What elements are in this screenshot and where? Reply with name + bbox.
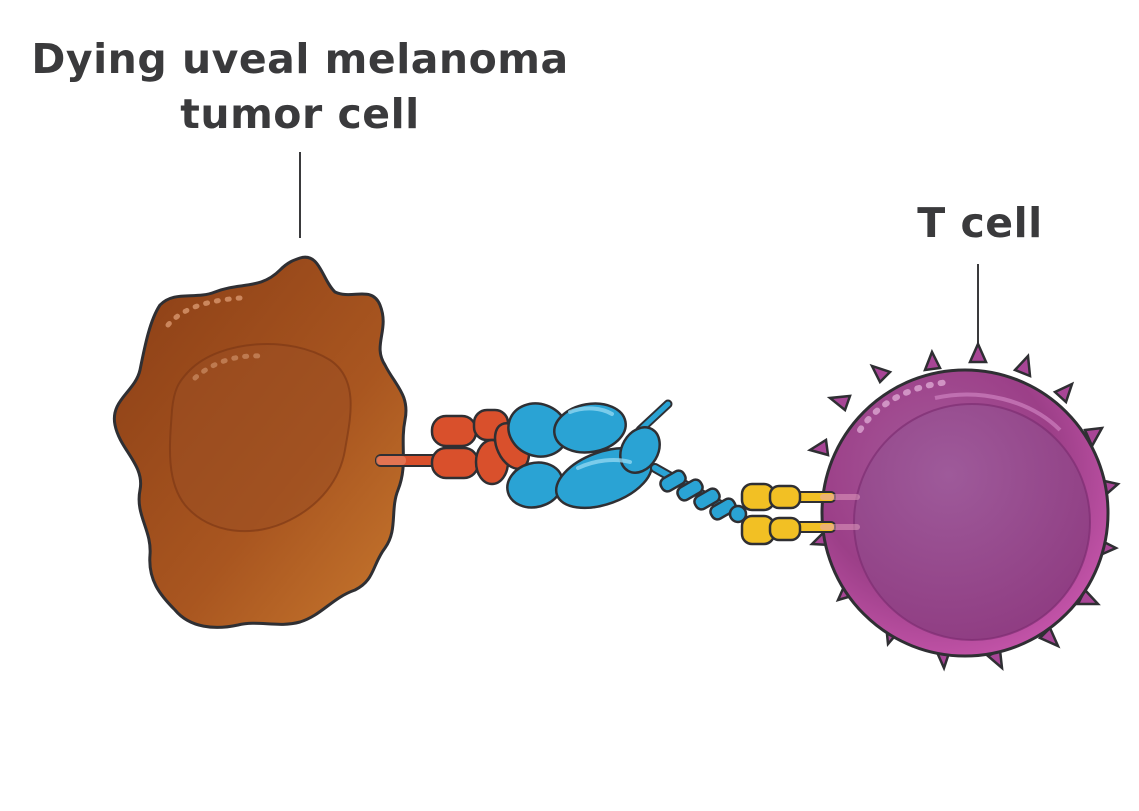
t-cell-highlight [857,379,953,433]
t-cell-label: T cell [917,199,1043,247]
receptor-stalk-fade-bottom [820,524,860,530]
antigen-domain-1 [430,414,478,448]
t-cell-receptor [740,482,860,546]
linker-coils [659,469,737,521]
t-cell-nucleus [853,403,1091,641]
tumor-cell-label-line1: Dying uveal melanoma [31,35,569,83]
binder-highlight [568,406,614,416]
tumor-nucleus-highlight [192,353,263,381]
tumor-cell-label-line2: tumor cell [180,90,420,138]
receptor-domain-bottom-right [768,516,802,542]
binder-linker [650,463,748,524]
t-cell [806,340,1121,672]
binder-highlight-2 [576,458,632,470]
antigen-domain-2 [430,446,480,480]
t-cell-rim-highlight [934,392,1062,432]
binder-antenna-fill [637,401,671,433]
tumor-cell-label: Dying uveal melanoma tumor cell [10,32,590,142]
antigen-stalk-tip [376,456,406,465]
tumor-cell [112,255,408,629]
receptor-domain-top-right [768,484,802,510]
tumor-cell-nucleus [168,343,352,533]
receptor-stalk-fade-top [820,494,860,500]
binder-domain-upper-right [553,402,627,454]
linker-end [728,504,748,524]
bispecific-binder [506,399,673,510]
